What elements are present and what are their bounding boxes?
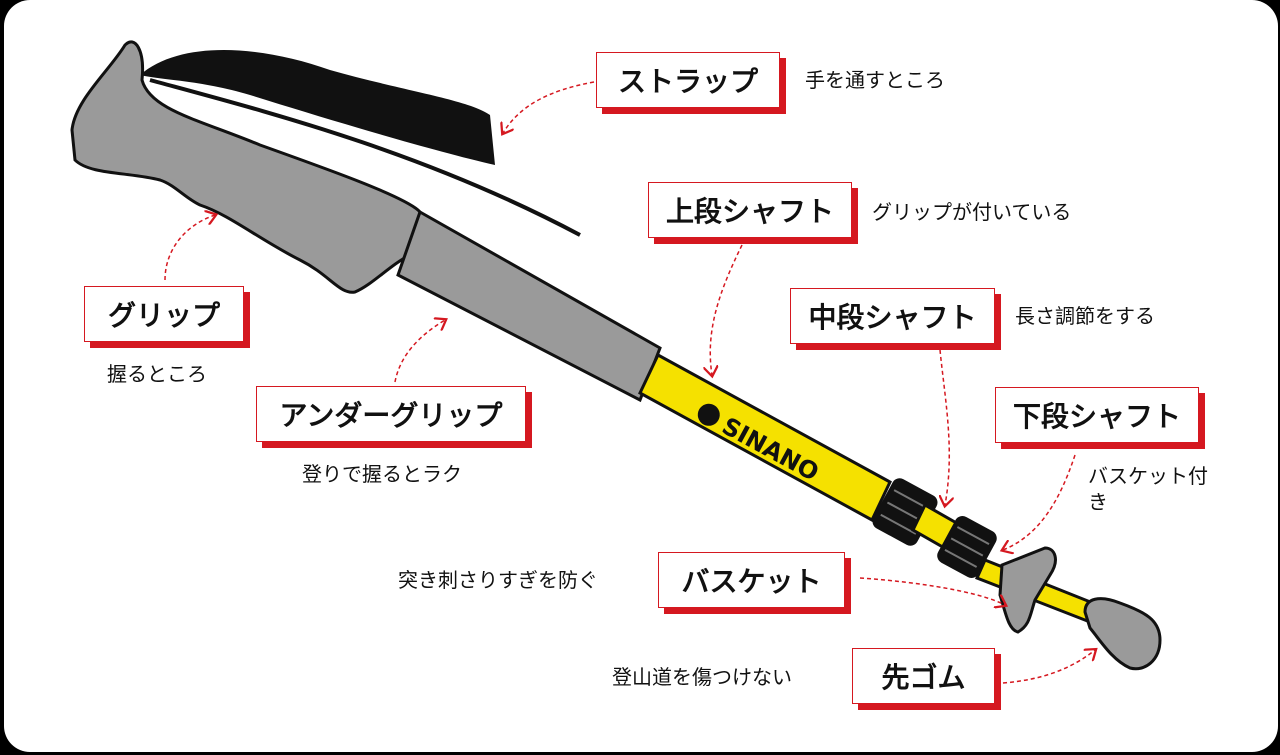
desc-tip-rubber: 登山道を傷つけない xyxy=(612,665,792,689)
tip-rubber xyxy=(1083,597,1162,671)
desc-upper-shaft: グリップが付いている xyxy=(872,200,1072,224)
label-tip-rubber: 先ゴム xyxy=(852,648,995,704)
label-under-grip: アンダーグリップ xyxy=(256,386,526,442)
arrow-grip xyxy=(164,215,215,281)
label-basket: バスケット xyxy=(658,552,845,608)
under-grip xyxy=(396,209,662,403)
label-grip: グリップ xyxy=(84,286,244,342)
strap-cord xyxy=(149,78,581,237)
lower-lock-collar xyxy=(937,516,997,578)
arrow-upper-shaft xyxy=(710,244,743,375)
desc-under-grip: 登りで握るとラク xyxy=(302,462,462,486)
label-lower-shaft: 下段シャフト xyxy=(995,387,1199,443)
label-strap: ストラップ xyxy=(596,52,780,108)
arrow-strap xyxy=(503,81,595,133)
label-upper-shaft: 上段シャフト xyxy=(648,182,852,238)
arrow-under-grip xyxy=(394,320,445,383)
desc-lower-shaft: バスケット付き xyxy=(1088,464,1208,514)
arrow-middle-shaft xyxy=(940,349,949,505)
desc-grip: 握るところ xyxy=(107,362,207,386)
brand-logo-icon xyxy=(697,403,720,426)
arrow-basket xyxy=(859,577,1005,605)
desc-middle-shaft: 長さ調節をする xyxy=(1015,304,1155,328)
basket xyxy=(998,546,1057,634)
upper-shaft xyxy=(638,352,892,523)
strap xyxy=(140,50,495,165)
desc-strap: 手を通すところ xyxy=(805,68,945,92)
desc-basket: 突き刺さりすぎを防ぐ xyxy=(398,568,598,592)
label-middle-shaft: 中段シャフト xyxy=(790,288,995,344)
arrow-lower-shaft xyxy=(1003,454,1076,550)
arrow-tip-rubber xyxy=(1002,650,1095,684)
